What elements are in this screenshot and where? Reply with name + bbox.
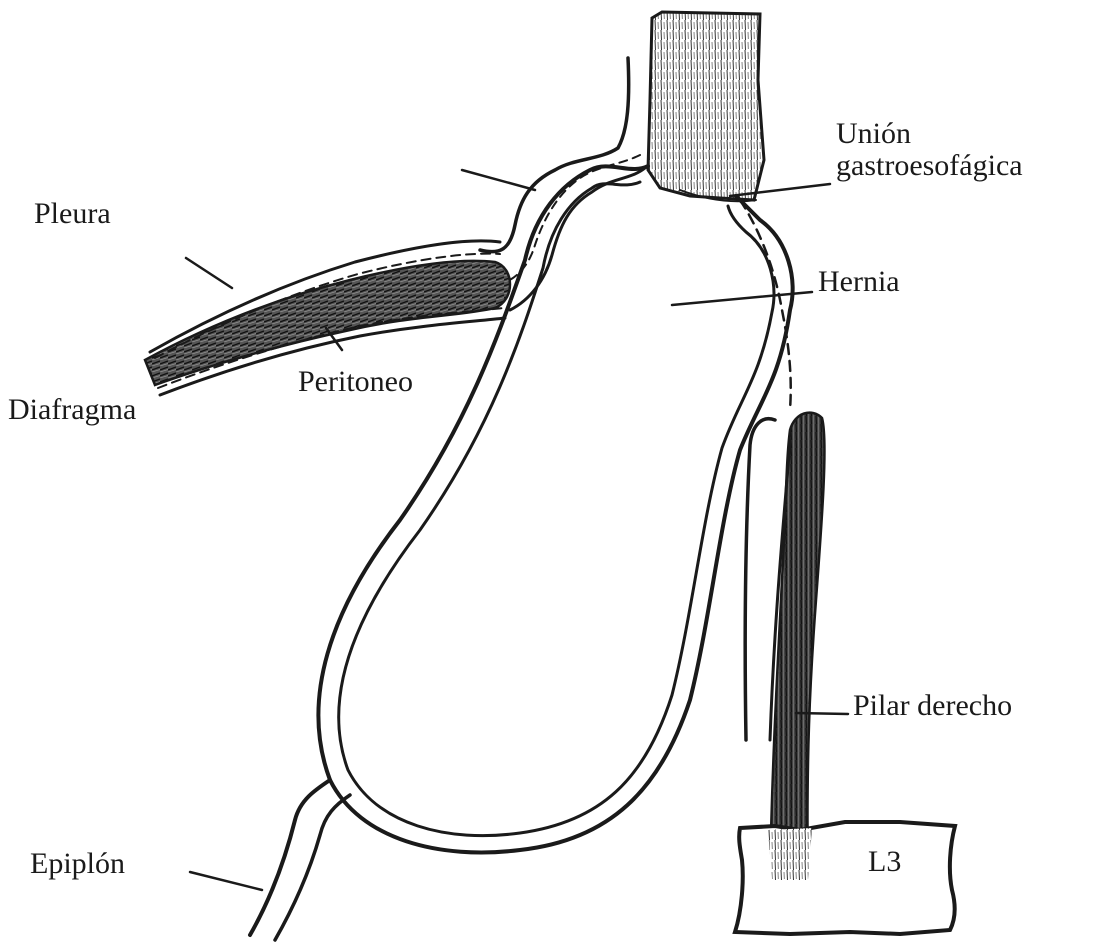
upper-lining-dashed: [498, 155, 640, 285]
leader-epiplon: [190, 872, 262, 890]
label-gastroesophageal-junction: Unión gastroesofágica: [836, 118, 1023, 181]
vertebra-l3: [735, 822, 955, 934]
label-l3: L3: [868, 846, 901, 878]
omentum-inner: [275, 795, 350, 940]
crus-fibers-on-l3: [768, 828, 812, 880]
label-pleura: Pleura: [34, 198, 111, 230]
leader-top-pleura: [462, 170, 535, 190]
label-hernia: Hernia: [818, 266, 900, 298]
leader-pilar: [796, 713, 848, 714]
label-union-line1: Unión: [836, 118, 1023, 150]
label-omentum: Epiplón: [30, 848, 125, 880]
esophagus: [648, 12, 764, 200]
label-diaphragm: Diafragma: [8, 394, 136, 426]
label-union-line2: gastroesofágica: [836, 150, 1023, 182]
label-peritoneum: Peritoneo: [298, 366, 413, 398]
hernia-sac-outer-wall: [318, 166, 792, 852]
right-crus-muscle: [770, 413, 824, 882]
leader-pleura: [186, 258, 232, 288]
crus-limb: [745, 419, 775, 740]
label-right-crus: Pilar derecho: [853, 690, 1012, 722]
upper-lining-outer: [480, 58, 629, 252]
